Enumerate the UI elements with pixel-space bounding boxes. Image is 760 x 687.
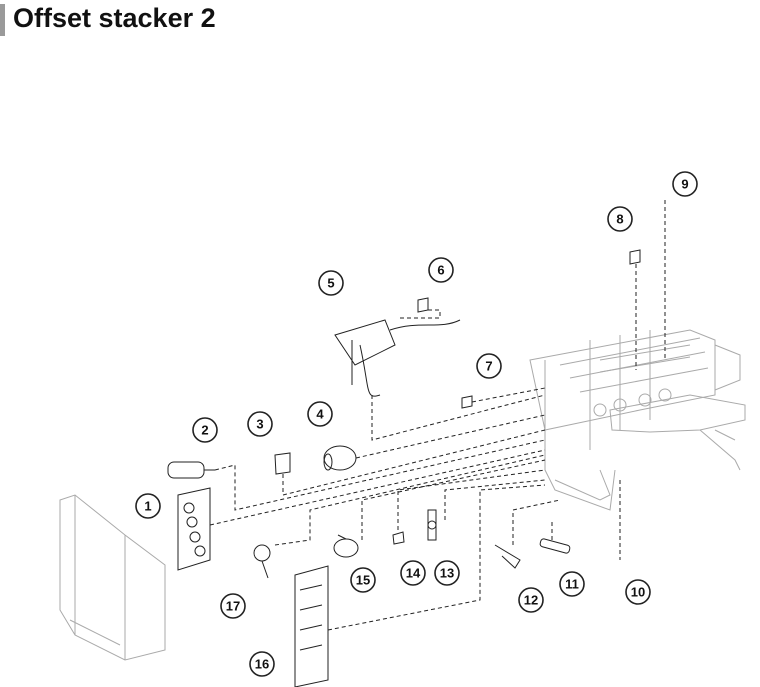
title-accent-bar (0, 4, 5, 36)
part-motor (167, 461, 215, 479)
callout-circle (607, 206, 633, 232)
callout-14: 14 (400, 560, 426, 586)
callout-circle (249, 651, 275, 677)
page-title: Offset stacker 2 (13, 3, 216, 33)
callout-number: 2 (201, 423, 208, 438)
part-gear-arm-17 (253, 544, 271, 579)
callout-2: 2 (192, 417, 218, 443)
callout-circle (400, 560, 426, 586)
callout-circle (625, 579, 651, 605)
callout-number: 9 (681, 177, 688, 192)
callout-15: 15 (350, 567, 376, 593)
callout-number: 13 (440, 566, 454, 581)
callout-circle (428, 257, 454, 283)
callout-8: 8 (607, 206, 633, 232)
stacker-main-assembly (529, 329, 746, 511)
callout-number: 10 (631, 585, 645, 600)
callout-number: 4 (316, 407, 324, 422)
callout-number: 17 (226, 599, 240, 614)
part-sensor-6 (417, 297, 429, 313)
callout-4: 4 (307, 401, 333, 427)
part-actuator-13 (427, 509, 437, 541)
callout-circle (247, 411, 273, 437)
stacker-side-cover (59, 494, 166, 661)
callout-number: 15 (356, 573, 370, 588)
callout-circle (518, 587, 544, 613)
callout-13: 13 (434, 560, 460, 586)
callout-number: 5 (327, 276, 334, 291)
callout-circle (220, 593, 246, 619)
callout-5: 5 (318, 270, 344, 296)
part-sensor-bracket (274, 452, 291, 475)
callout-circle (307, 401, 333, 427)
callout-circle (559, 571, 585, 597)
part-sensor-7 (461, 395, 473, 409)
callout-6: 6 (428, 257, 454, 283)
callout-number: 8 (616, 212, 623, 227)
callout-circle (434, 560, 460, 586)
part-link-11 (539, 538, 571, 554)
callout-9: 9 (672, 171, 698, 197)
callout-number: 6 (437, 263, 444, 278)
part-lever-12 (494, 544, 521, 569)
callout-number: 11 (565, 577, 579, 592)
callout-7: 7 (476, 353, 502, 379)
callout-circle (350, 567, 376, 593)
callout-3: 3 (247, 411, 273, 437)
callout-number: 7 (485, 359, 492, 374)
part-wire-harness (334, 319, 461, 397)
callout-17: 17 (220, 593, 246, 619)
callout-circle (192, 417, 218, 443)
callout-number: 16 (255, 657, 269, 672)
callout-11: 11 (559, 571, 585, 597)
part-drive-motor-15 (333, 534, 359, 558)
callout-circle (476, 353, 502, 379)
callout-circle (135, 493, 161, 519)
assembly-guide-lines (209, 200, 666, 631)
part-roller-motor (323, 445, 357, 471)
callout-number: 3 (256, 417, 263, 432)
callout-circle (672, 171, 698, 197)
part-gear-plate (177, 487, 211, 571)
callout-1: 1 (135, 493, 161, 519)
part-sensor-14 (392, 531, 405, 545)
part-sensor-8 (629, 249, 641, 265)
callout-circle (318, 270, 344, 296)
callout-number: 1 (144, 499, 151, 514)
callout-number: 12 (524, 593, 538, 608)
callout-number: 14 (406, 566, 421, 581)
callout-16: 16 (249, 651, 275, 677)
part-controller-board (294, 565, 329, 687)
callout-10: 10 (625, 579, 651, 605)
callout-12: 12 (518, 587, 544, 613)
